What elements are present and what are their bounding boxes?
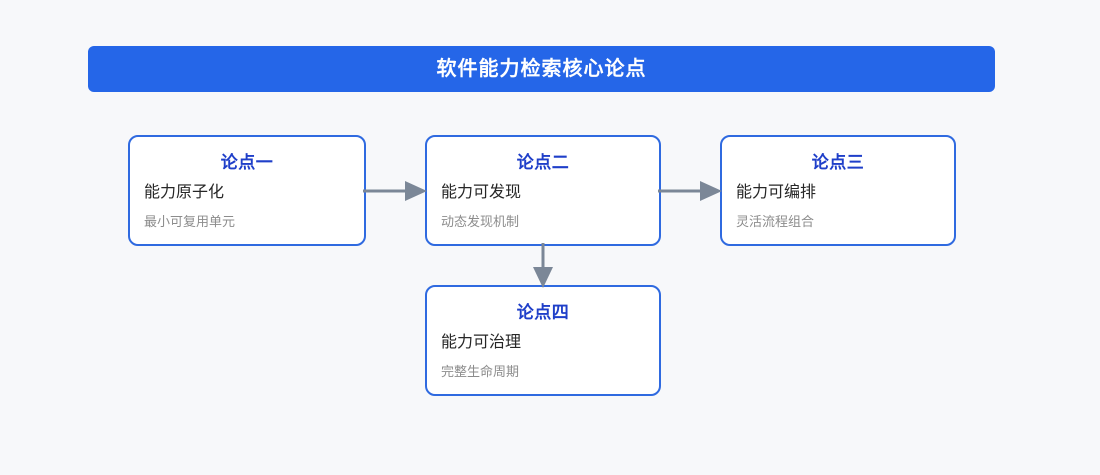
card-argument-three[interactable]: 论点三 能力可编排 灵活流程组合 bbox=[720, 135, 956, 246]
card-body: 能力可发现 bbox=[441, 184, 522, 202]
page-title: 软件能力检索核心论点 bbox=[436, 58, 647, 80]
card-title: 论点三 bbox=[811, 153, 865, 172]
card-title: 论点一 bbox=[220, 153, 274, 172]
card-title: 论点四 bbox=[516, 303, 570, 322]
card-body: 能力原子化 bbox=[144, 184, 225, 202]
card-caption: 完整生命周期 bbox=[441, 363, 520, 379]
card-argument-two[interactable]: 论点二 能力可发现 动态发现机制 bbox=[425, 135, 661, 246]
card-caption: 最小可复用单元 bbox=[144, 213, 236, 229]
header-banner: 软件能力检索核心论点 bbox=[88, 46, 995, 92]
arrow-right-icon-card1-to-card2 bbox=[363, 181, 427, 201]
card-body: 能力可治理 bbox=[441, 334, 522, 352]
card-caption: 动态发现机制 bbox=[441, 213, 520, 229]
card-caption: 灵活流程组合 bbox=[736, 213, 815, 229]
card-argument-four[interactable]: 论点四 能力可治理 完整生命周期 bbox=[425, 285, 661, 396]
arrow-down-icon-card2-to-card4 bbox=[533, 243, 553, 288]
card-body: 能力可编排 bbox=[736, 184, 817, 202]
card-title: 论点二 bbox=[516, 153, 570, 172]
arrow-right-icon-card2-to-card3 bbox=[658, 181, 722, 201]
card-argument-one[interactable]: 论点一 能力原子化 最小可复用单元 bbox=[128, 135, 366, 246]
